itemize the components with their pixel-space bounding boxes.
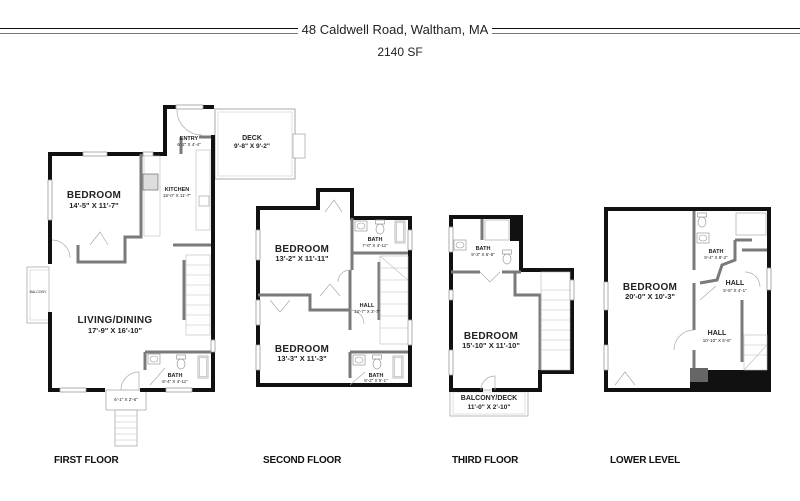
room-name: BATH [168, 373, 183, 379]
floor-label-third: THIRD FLOOR [452, 455, 519, 466]
room-dims: 6'-1" X 2'-6" [114, 397, 138, 402]
room-name: BATH [709, 249, 724, 255]
room-dims: 13'-2" X 11'-11" [275, 254, 329, 263]
room-dims: 9'-8" X 9'-2" [234, 143, 270, 150]
third-floor-plan: BATH 9'-3" X 6'-8" BEDROOM 15'-10" X 11'… [448, 215, 575, 417]
room-name: HALL [726, 280, 745, 287]
room-dims: 5'-5" X 4'-1" [723, 288, 747, 293]
room-name: BATH [369, 373, 384, 379]
room-dims: 6'-2" X 4'-4" [177, 142, 201, 147]
first-floor-plan: BEDROOM 14'-5" X 11'-7" ENTRY 6'-2" X 4'… [26, 104, 306, 447]
room-name: LIVING/DINING [77, 315, 152, 326]
room-name: BEDROOM [623, 282, 677, 293]
room-name: BEDROOM [275, 244, 329, 255]
header: 48 Caldwell Road, Waltham, MA [0, 22, 800, 42]
room-dims: 17'-9" X 16'-10" [88, 326, 142, 335]
property-address: 48 Caldwell Road, Waltham, MA [301, 22, 489, 37]
room-name: KITCHEN [165, 187, 189, 193]
room-dims: 14'-5" X 11'-7" [69, 201, 119, 210]
room-dims: 9'-3" X 6'-8" [471, 252, 495, 257]
room-name: HALL [360, 303, 375, 309]
room-dims: 8'-4" X 4'-11" [162, 379, 188, 384]
floor-label-lower: LOWER LEVEL [610, 455, 681, 466]
room-dims: 20'-0" X 10'-3" [625, 292, 675, 301]
floor-label-second: SECOND FLOOR [263, 455, 342, 466]
room-name: BEDROOM [67, 190, 121, 201]
room-dims: 11'-0" X 2'-10" [468, 404, 511, 411]
room-name: BEDROOM [275, 344, 329, 355]
header-rule-right [492, 28, 800, 34]
room-name: BALCONY [30, 290, 47, 294]
second-floor-plan: BEDROOM 13'-2" X 11'-11" BATH 7'-0" X 4'… [255, 188, 413, 387]
room-dims: 15'-10" X 11'-10" [462, 341, 520, 350]
room-name: BATH [476, 246, 491, 252]
lower-level-plan: BEDROOM 20'-0" X 10'-3" BATH 9'-4" X 8'-… [603, 207, 772, 392]
floor-label-first: FIRST FLOOR [54, 455, 119, 466]
room-name: DECK [242, 135, 262, 142]
room-name: BEDROOM [464, 331, 518, 342]
room-name: BALCONY/DECK [461, 395, 517, 402]
total-square-footage: 2140 SF [377, 45, 423, 59]
header-rule-left [0, 28, 298, 34]
room-dims: 15'-0" X 11'-7" [163, 193, 191, 198]
room-name: HALL [708, 330, 727, 337]
room-dims: 8'-2" X 5'-1" [364, 378, 388, 383]
room-name: ENTRY [180, 136, 199, 142]
room-dims: 9'-4" X 8'-2" [704, 255, 728, 260]
room-name: BATH [368, 237, 383, 243]
room-dims: 7'-0" X 4'-11" [362, 243, 388, 248]
room-dims: 13'-3" X 11'-3" [277, 354, 327, 363]
room-dims: 13'-7" X 3'-7" [354, 309, 380, 314]
room-dims: 10'-10" X 5'-6" [703, 338, 732, 343]
